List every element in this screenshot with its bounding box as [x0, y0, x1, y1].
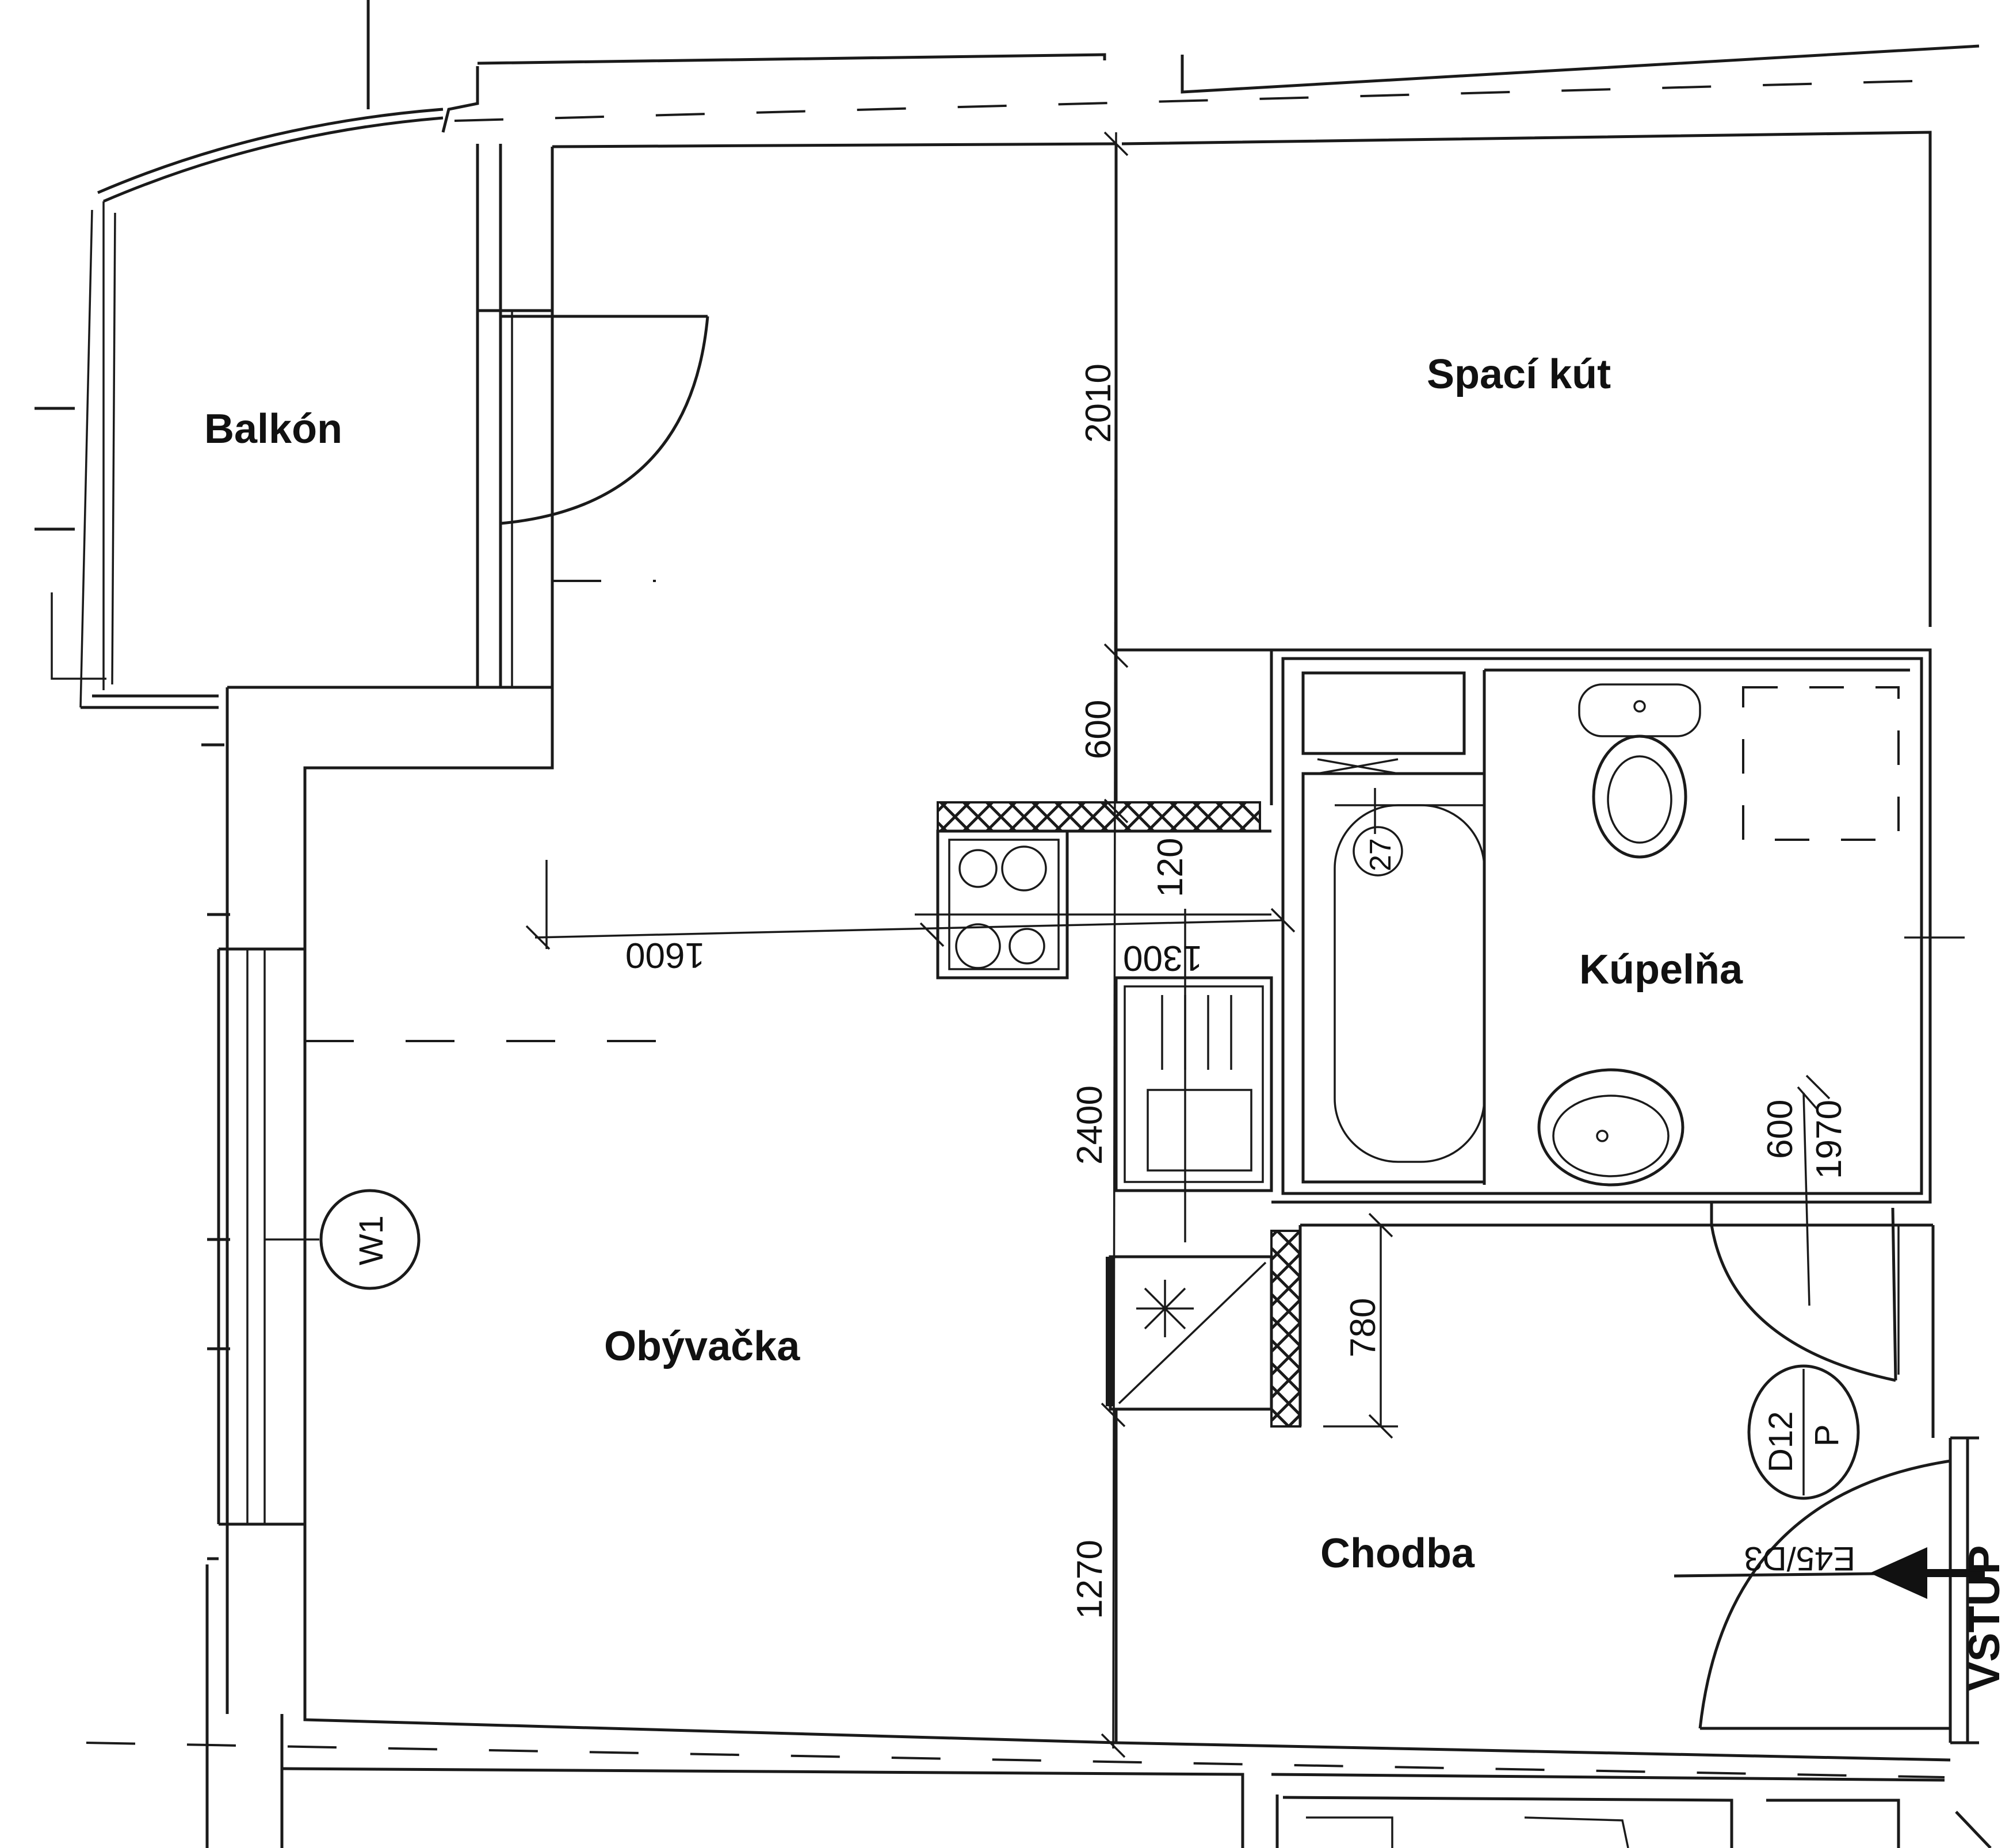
boiler-tag: 27 [1353, 826, 1403, 877]
window-tag: W1 [265, 1189, 421, 1290]
burner-icon [1009, 928, 1045, 965]
balcony-area [35, 108, 554, 709]
dimension-2400: 2400 [1070, 1085, 1110, 1165]
dimension-600-upper: 600 [1079, 700, 1118, 759]
exterior-walls [366, 0, 1980, 133]
entry-door [1674, 1459, 1951, 1730]
entry-door-tag: E45/D3 [1744, 1540, 1855, 1577]
toilet-icon [1592, 734, 1687, 859]
kitchen [936, 801, 1301, 1428]
burner-icon [958, 849, 998, 888]
sink-icon [1537, 1068, 1684, 1187]
room-label-sleeping: Spací kút [1427, 351, 1611, 397]
dimension-lines [525, 131, 1398, 1758]
dimension-1600: 1600 [625, 935, 705, 975]
tag-27: 27 [1364, 838, 1397, 871]
burner-icon [955, 923, 1001, 969]
dimension-2010: 2010 [1079, 364, 1118, 443]
dimension-120: 120 [1151, 838, 1190, 897]
room-label-living: Obývačka [604, 1323, 800, 1369]
dimension-1270: 1270 [1070, 1540, 1110, 1619]
arrow-icon [1870, 1547, 1927, 1599]
dimension-1970: 1970 [1809, 1100, 1849, 1179]
entrance-marker: VSTUP [1870, 1545, 2009, 1691]
dimension-1300: 1300 [1123, 938, 1202, 978]
room-label-hall: Chodba [1320, 1531, 1475, 1577]
bathroom [1270, 648, 1965, 1306]
door-tag-code: D12 [1762, 1411, 1800, 1472]
hall [1114, 1223, 1979, 1744]
burner-icon [1001, 845, 1047, 892]
bathroom-door-tag: D12 P [1747, 1364, 1860, 1500]
room-label-bathroom: Kúpelňa [1579, 947, 1743, 993]
door-tag-type: P [1808, 1424, 1846, 1447]
room-label-balcony: Balkón [204, 406, 342, 452]
fan-icon [1136, 1280, 1194, 1337]
window-tag-label: W1 [353, 1215, 390, 1265]
entrance-label: VSTUP [1960, 1545, 2009, 1691]
balcony-door [499, 315, 709, 525]
dimension-780: 780 [1343, 1298, 1383, 1357]
lower-boundary [86, 1742, 1992, 1848]
dimension-600-bath: 600 [1760, 1100, 1800, 1159]
bathroom-door [1710, 1202, 1900, 1382]
